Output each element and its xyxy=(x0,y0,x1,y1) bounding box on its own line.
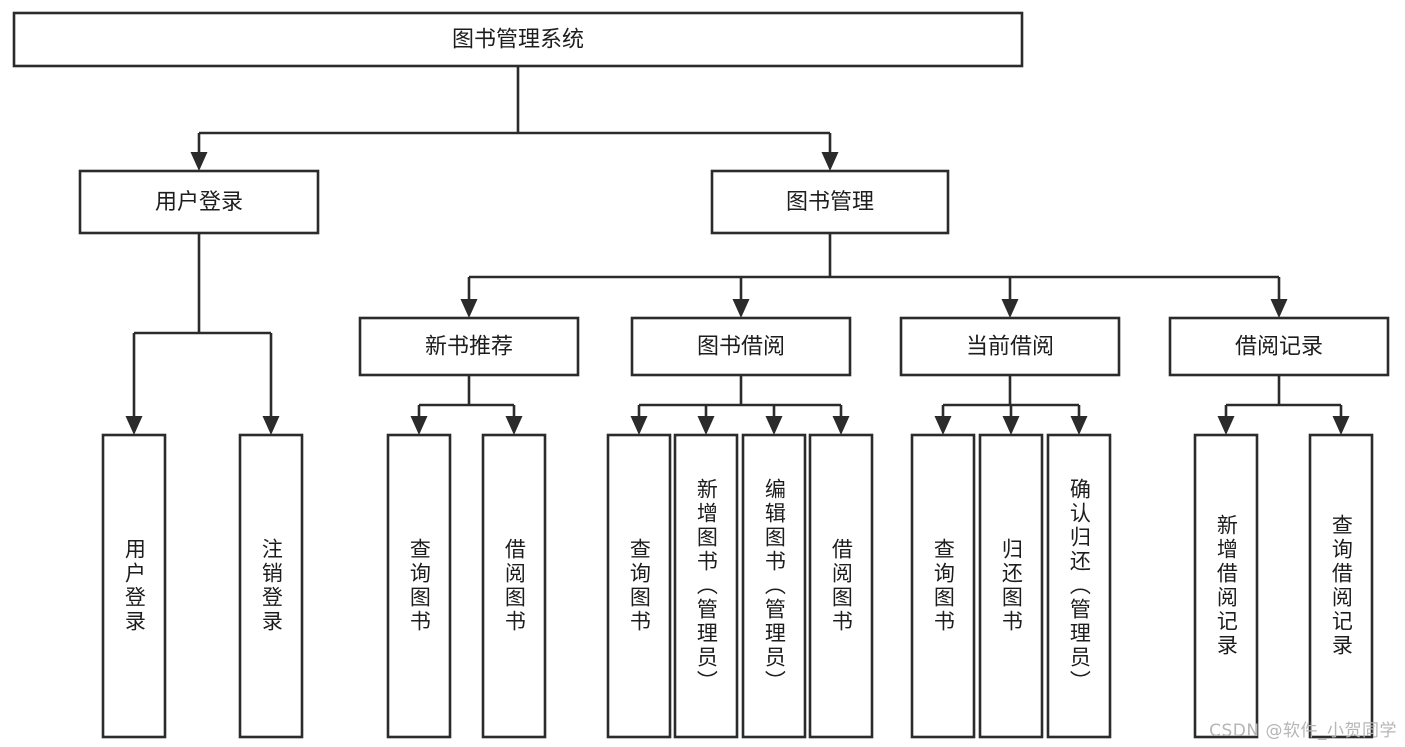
arrow-head-icon xyxy=(732,299,750,318)
node-box-leaf-add-borrow-record[interactable] xyxy=(1193,433,1259,739)
arrow-head-icon xyxy=(765,416,783,435)
arrow-head-icon xyxy=(262,416,280,435)
connector-book-manage xyxy=(467,233,1281,299)
node-box-current-borrow[interactable] xyxy=(899,316,1121,377)
arrow-head-icon xyxy=(1217,416,1235,435)
arrow-head-icon xyxy=(1070,416,1088,435)
arrow-head-icon xyxy=(190,152,208,171)
arrow-head-icon xyxy=(1002,416,1020,435)
connector-borrow-record xyxy=(1224,375,1343,416)
box-layer xyxy=(12,11,1390,739)
arrow-head-icon xyxy=(832,416,850,435)
node-box-leaf-borrow-book-1[interactable] xyxy=(481,433,547,739)
node-box-book-borrow[interactable] xyxy=(630,316,852,377)
arrow-head-icon xyxy=(697,416,715,435)
node-box-leaf-return-book[interactable] xyxy=(978,433,1044,739)
connector-new-book-recommend xyxy=(417,375,516,416)
node-box-leaf-query-book-2[interactable] xyxy=(606,433,672,739)
node-box-leaf-confirm-return-admin[interactable] xyxy=(1046,433,1112,739)
arrow-head-icon xyxy=(505,416,523,435)
connector-book-borrow xyxy=(637,375,843,416)
node-box-leaf-logout-login[interactable] xyxy=(238,433,304,739)
connector-layer xyxy=(125,66,1350,435)
connector-root xyxy=(197,66,832,152)
node-box-user-login[interactable] xyxy=(78,169,320,235)
node-label-root: 图书管理系统 xyxy=(452,28,584,53)
connector-user-login xyxy=(132,233,273,416)
arrow-head-icon xyxy=(410,416,428,435)
arrow-head-icon xyxy=(1001,299,1019,318)
node-label-new-book-recommend: 新书推荐 xyxy=(425,335,513,360)
arrow-head-icon xyxy=(934,416,952,435)
node-box-leaf-borrow-book-2[interactable] xyxy=(808,433,874,739)
node-box-book-manage[interactable] xyxy=(710,169,950,235)
arrow-head-icon xyxy=(1332,416,1350,435)
arrow-head-icon xyxy=(125,416,143,435)
node-box-leaf-query-book-1[interactable] xyxy=(386,433,452,739)
node-box-root[interactable] xyxy=(12,11,1024,68)
node-label-current-borrow: 当前借阅 xyxy=(966,335,1054,360)
arrow-head-icon xyxy=(821,152,839,171)
node-box-leaf-edit-book-admin[interactable] xyxy=(741,433,807,739)
node-box-leaf-add-book-admin[interactable] xyxy=(673,433,739,739)
node-box-borrow-record[interactable] xyxy=(1168,316,1390,377)
watermark: CSDN @软件_小贺同学 xyxy=(1209,721,1397,741)
arrow-head-icon xyxy=(630,416,648,435)
node-box-leaf-user-login[interactable] xyxy=(101,433,167,739)
arrow-head-icon xyxy=(460,299,478,318)
node-label-borrow-record: 借阅记录 xyxy=(1235,335,1323,360)
node-label-user-login: 用户登录 xyxy=(155,190,243,215)
node-box-new-book-recommend[interactable] xyxy=(358,316,580,377)
arrow-head-icon xyxy=(1270,299,1288,318)
node-box-leaf-query-borrow-record[interactable] xyxy=(1308,433,1374,739)
node-label-book-manage: 图书管理 xyxy=(786,190,874,215)
node-label-book-borrow: 图书借阅 xyxy=(697,335,785,360)
connector-current-borrow xyxy=(941,375,1081,416)
node-box-leaf-query-book-3[interactable] xyxy=(910,433,976,739)
